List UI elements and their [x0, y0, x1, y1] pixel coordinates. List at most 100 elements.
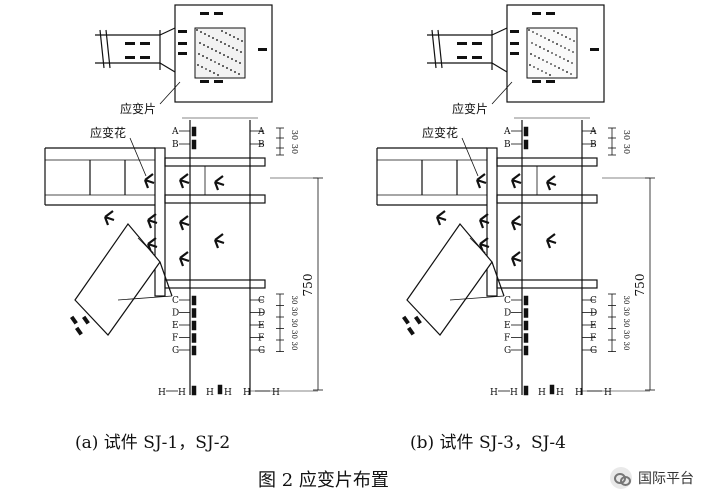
rosette-strokes [103, 210, 115, 226]
leader-line [491, 81, 513, 105]
concrete-dot [200, 31, 202, 33]
h4-label: H [575, 388, 583, 398]
brace-detail [469, 237, 483, 251]
concrete-dot [537, 68, 539, 70]
concrete-dot [213, 72, 215, 74]
concrete-dot [224, 43, 226, 45]
inclined-brace [74, 223, 161, 336]
concrete-dot [226, 67, 228, 69]
dimension-30: 30 [290, 342, 298, 351]
strain-gauge-mark [523, 333, 529, 343]
rosette-strokes [213, 233, 225, 249]
concrete-dot [553, 30, 555, 32]
concrete-dot [202, 55, 204, 57]
concrete-dot [565, 36, 567, 38]
concrete-dot [223, 54, 225, 56]
h3-label: H [224, 388, 232, 398]
brace-detail [137, 237, 151, 251]
brace-gauge-mark [457, 42, 467, 45]
concrete-dot [240, 51, 242, 53]
gauge-row-label-H: H [158, 388, 166, 398]
concrete-dot [528, 29, 530, 31]
watermark: 国际平台 [610, 467, 694, 489]
gauge-row-label-A: A [503, 127, 511, 137]
gauge-row-label-C: C [258, 296, 265, 306]
concrete-dot [572, 51, 574, 53]
brace-gauge-mark [125, 42, 135, 45]
label-strain-gauge: 应变片 [452, 101, 488, 116]
h3-label: H [556, 388, 564, 398]
brace-gauge-mark [457, 56, 467, 59]
concrete-dot [560, 45, 562, 47]
gusset-edge [449, 295, 505, 301]
figure-title: 图 2 应变片布置 [258, 470, 389, 491]
concrete-dot [570, 73, 572, 75]
concrete-dot [215, 50, 217, 52]
gauge-row-label-G: G [504, 346, 511, 356]
break-line [105, 29, 111, 69]
concrete-dot [218, 63, 220, 65]
wechat-icon [610, 467, 632, 489]
strain-gauge-mark [191, 320, 197, 331]
concrete-core [194, 27, 246, 79]
strain-rosette-mark [478, 213, 490, 229]
brace-gauge-mark [140, 56, 150, 59]
concrete-dot [535, 44, 537, 46]
concrete-dot [199, 42, 201, 44]
section-box [506, 4, 605, 103]
gauge-row-label-G: G [172, 346, 179, 356]
brace-gauge-mark [70, 315, 78, 325]
concrete-dot [212, 37, 214, 39]
concrete-dot [563, 58, 565, 60]
gauge-row-label-C: C [172, 296, 179, 306]
concrete-dot [564, 47, 566, 49]
strain-gauge-mark [523, 320, 529, 331]
concrete-dot [222, 65, 224, 67]
rosette-strokes [178, 251, 190, 267]
strain-gauge-mark [523, 385, 529, 396]
section-gauge-mark [590, 48, 599, 51]
strain-gauge-mark [549, 384, 555, 395]
dimension-750: 750 [301, 274, 315, 297]
brace-edge [159, 62, 176, 73]
rosette-strokes [510, 173, 522, 189]
section-gauge-mark [258, 48, 267, 51]
strain-gauge-mark [523, 345, 529, 356]
section-gauge-mark [510, 30, 519, 33]
break-line [99, 29, 105, 69]
section-gauge-mark [214, 80, 223, 83]
concrete-dot [569, 38, 571, 40]
leader-line [159, 81, 181, 105]
brace-gauge-mark [402, 315, 410, 325]
section-gauge-mark [214, 12, 223, 15]
section-box [174, 4, 273, 103]
dimension-30: 30 [290, 130, 299, 140]
concrete-dot [204, 33, 206, 35]
concrete-dot [554, 65, 556, 67]
strain-rosette-mark [545, 233, 557, 249]
concrete-dot [559, 56, 561, 58]
concrete-dot [232, 47, 234, 49]
concrete-dot [235, 60, 237, 62]
concrete-dot [549, 74, 551, 76]
strain-gauge-mark [217, 384, 223, 395]
concrete-dot [216, 39, 218, 41]
concrete-dot [557, 32, 559, 34]
concrete-dot [552, 41, 554, 43]
concrete-dot [230, 69, 232, 71]
strain-rosette-mark [510, 215, 522, 231]
strain-gauge-mark [523, 139, 529, 150]
gauge-row-label-H: H [272, 388, 280, 398]
concrete-dot [197, 64, 199, 66]
rosette-strokes [213, 175, 225, 191]
section-gauge-mark [510, 42, 519, 45]
concrete-dot [568, 49, 570, 51]
concrete-dot [236, 49, 238, 51]
section-gauge-mark [200, 12, 209, 15]
concrete-dot [239, 62, 241, 64]
strain-rosette-mark [178, 251, 190, 267]
concrete-dot [546, 61, 548, 63]
diaphragm-mid [496, 194, 598, 204]
dimension-30: 30 [290, 307, 298, 316]
